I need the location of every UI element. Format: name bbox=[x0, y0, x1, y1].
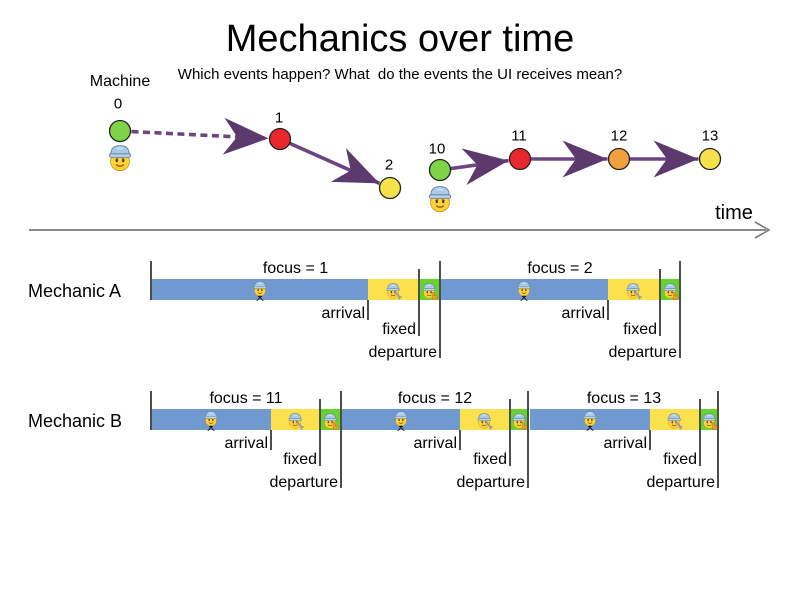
departure-label: departure bbox=[368, 344, 438, 361]
fixed-label: fixed bbox=[623, 321, 657, 338]
arrival-tick bbox=[607, 300, 609, 320]
departure-label: departure bbox=[646, 474, 716, 491]
thumbs-up-glyph bbox=[672, 291, 678, 300]
departure-label: departure bbox=[456, 474, 526, 491]
stick-legs-glyph bbox=[255, 295, 264, 301]
walking-mechanic-icon bbox=[204, 411, 218, 431]
departure-tick bbox=[679, 261, 681, 358]
fixing-mechanic-icon bbox=[626, 282, 642, 300]
arrival-tick bbox=[459, 430, 461, 450]
fixed-tick bbox=[659, 269, 661, 336]
departure-tick bbox=[340, 391, 342, 488]
machine-label: Machine bbox=[89, 73, 151, 90]
thumbs-up-glyph bbox=[431, 291, 438, 300]
arrival-label: arrival bbox=[413, 435, 457, 452]
departure-label: departure bbox=[608, 344, 678, 361]
wrench-glyph bbox=[394, 291, 402, 300]
fixing-mechanic-icon bbox=[386, 282, 402, 300]
thumbs-up-glyph bbox=[521, 421, 527, 430]
thumbs-up-glyph bbox=[711, 421, 717, 430]
wrench-glyph bbox=[296, 421, 304, 430]
arrival-label: arrival bbox=[224, 435, 268, 452]
arrival-label: arrival bbox=[603, 435, 647, 452]
fixing-mechanic-icon bbox=[667, 412, 683, 430]
mechanic-row-label: Mechanic B bbox=[28, 411, 123, 431]
arrival-tick bbox=[367, 300, 369, 320]
departure-tick bbox=[439, 261, 441, 358]
thumbs-up-glyph bbox=[332, 421, 339, 430]
focus-label: focus = 2 bbox=[527, 260, 593, 277]
departure-label: departure bbox=[269, 474, 339, 491]
time-axis-label: time bbox=[715, 202, 753, 224]
thumbs-up-mechanic-icon bbox=[663, 282, 678, 300]
arrival-tick bbox=[649, 430, 651, 450]
fixed-tick bbox=[418, 269, 420, 336]
fixing-mechanic-icon bbox=[477, 412, 493, 430]
walking-mechanic-icon bbox=[253, 281, 266, 301]
focus-label: focus = 12 bbox=[397, 390, 473, 407]
thumbs-up-mechanic-icon bbox=[702, 412, 717, 430]
focus-label: focus = 13 bbox=[586, 390, 662, 407]
walking-mechanic-icon bbox=[517, 281, 531, 301]
departure-tick bbox=[527, 391, 529, 488]
fixed-tick bbox=[319, 399, 321, 466]
fixing-mechanic-icon bbox=[288, 412, 304, 430]
arrival-tick bbox=[270, 430, 272, 450]
stick-legs-glyph bbox=[207, 425, 215, 431]
arrival-label: arrival bbox=[561, 305, 605, 322]
stick-legs-glyph bbox=[586, 425, 594, 431]
focus-label: focus = 1 bbox=[262, 260, 329, 277]
walking-mechanic-icon bbox=[583, 411, 597, 431]
wrench-glyph bbox=[675, 421, 683, 430]
fixed-tick bbox=[509, 399, 511, 466]
thumbs-up-mechanic-icon bbox=[512, 412, 527, 430]
fixed-label: fixed bbox=[473, 451, 507, 468]
segment-start-tick bbox=[150, 391, 152, 430]
arrival-label: arrival bbox=[321, 305, 365, 322]
slide-subtitle: Which events happen? What do the events … bbox=[177, 66, 623, 83]
fixed-label: fixed bbox=[382, 321, 416, 338]
fixed-label: fixed bbox=[283, 451, 317, 468]
fixed-label: fixed bbox=[663, 451, 697, 468]
focus-label: focus = 11 bbox=[209, 390, 283, 407]
mechanic-row-label: Mechanic A bbox=[28, 281, 122, 301]
fixed-tick bbox=[699, 399, 701, 466]
departure-tick bbox=[717, 391, 719, 488]
segment-start-tick bbox=[150, 261, 152, 300]
wrench-glyph bbox=[485, 421, 493, 430]
stick-legs-glyph bbox=[520, 295, 528, 301]
thumbs-up-mechanic-icon bbox=[422, 282, 438, 300]
thumbs-up-mechanic-icon bbox=[323, 412, 339, 430]
slide-title: Mechanics over time bbox=[225, 18, 575, 60]
stick-legs-glyph bbox=[397, 425, 405, 431]
wrench-glyph bbox=[634, 291, 642, 300]
walking-mechanic-icon bbox=[394, 411, 408, 431]
